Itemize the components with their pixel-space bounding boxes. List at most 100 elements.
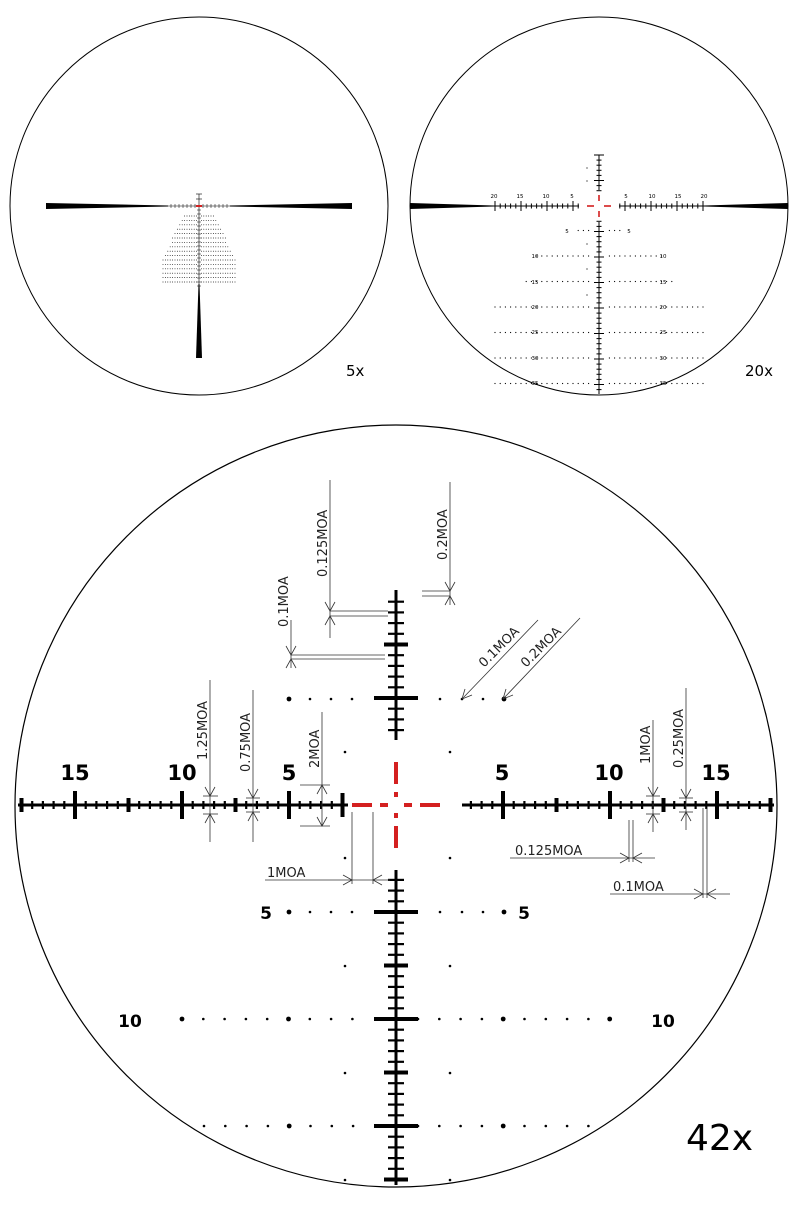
holdover-dot [215,224,217,226]
holdover-dot [191,281,193,283]
holdover-dot [245,1124,248,1128]
holdover-dot [586,294,588,296]
holdover-dot [176,263,178,265]
holdover-dot [210,228,212,230]
holdover-dot [234,272,236,274]
holdover-dot [217,241,219,243]
holdover-dot [205,259,207,261]
holdover-dot [577,357,579,359]
holdover-dot [541,280,543,283]
holdover-dot [181,259,183,261]
holdover-dot [582,306,585,308]
holdover-dot [191,219,193,221]
holdover-dot [193,228,195,230]
svg-text:15: 15 [517,194,524,200]
svg-text:15: 15 [532,280,539,286]
holdover-dot [208,281,210,283]
holdover-dot [501,909,507,915]
holdover-dot [640,255,642,257]
holdover-dot [176,241,178,243]
holdover-dot [515,306,517,308]
holdover-dot [203,263,205,265]
holdover-dot [645,357,647,359]
holdover-dot [188,272,190,274]
holdover-dot [162,259,164,261]
holdover-dot [210,277,212,279]
holdover-dot [460,910,464,914]
holdover-dot [215,250,217,252]
holdover-dot [544,1124,548,1128]
holdover-dot [179,1016,185,1022]
holdover-dot [629,280,631,283]
holdover-dot [438,1124,441,1128]
holdover-dot [562,382,564,385]
holdover-dot [203,228,205,230]
svg-text:5: 5 [565,229,569,235]
holdover-dot [619,280,621,283]
holdover-dot [702,357,704,359]
holdover-dot [191,277,193,279]
holdover-dot [546,382,548,385]
holdover-dot [184,228,186,230]
holdover-dot [546,306,548,308]
holdover-dot [220,268,222,270]
holdover-dot [167,281,169,283]
holdover-dot [480,1124,484,1128]
svg-text:15: 15 [60,761,89,785]
holdover-dot [634,382,637,385]
svg-text:10: 10 [167,761,196,785]
holdover-dot [172,281,174,283]
holdover-dot [186,263,188,265]
holdover-dot [567,331,569,334]
holdover-dot [224,237,226,239]
holdover-dot [536,255,538,257]
holdover-dot [172,277,174,279]
holdover-dot [608,306,611,308]
horizontal-scale-labels: 15 10 5 5 10 15 [60,761,730,785]
holdover-dot [541,255,543,257]
holdover-dot [215,219,217,221]
holdover-dot [174,281,176,283]
holdover-dot [229,259,231,261]
holdover-dot [702,331,704,334]
svg-text:15: 15 [675,194,682,200]
holdover-dot [234,277,236,279]
holdover-dot [551,280,553,283]
holdover-dot [176,272,178,274]
holdover-dot [179,268,181,270]
holdover-dot [438,910,442,914]
holdover-dot [330,1124,334,1128]
holdover-dot [586,180,588,182]
holdover-dot [184,246,186,248]
holdover-dot [208,241,210,243]
svg-text:30: 30 [532,356,539,362]
holdover-dot [666,382,668,385]
holdover-dot [619,357,621,359]
holdover-dot [203,272,205,274]
holdover-dot [200,224,202,226]
holdover-dot [681,357,683,359]
holdover-dot [614,255,616,257]
svg-text:0.75MOA: 0.75MOA [239,713,254,772]
holdover-dot [217,233,219,235]
holdover-dot [176,250,178,252]
holdover-dot [541,331,543,334]
holdover-dot [188,255,190,257]
holdover-dot [220,277,222,279]
holdover-dot [614,357,616,359]
holdover-dot [692,306,694,308]
svg-text:25: 25 [660,330,667,336]
holdover-dot [196,259,198,261]
holdover-dot [546,255,548,257]
holdover-dot [203,281,205,283]
holdover-dot [200,281,202,283]
right-heavy-post [230,203,352,209]
holdover-dot [181,241,183,243]
holdover-dot [567,280,569,283]
holdover-dot [217,224,219,226]
holdover-dot [562,306,564,308]
holdover-dot [588,255,590,257]
holdover-dot [176,259,178,261]
holdover-dot [212,224,214,226]
holdover-dot [536,357,538,359]
